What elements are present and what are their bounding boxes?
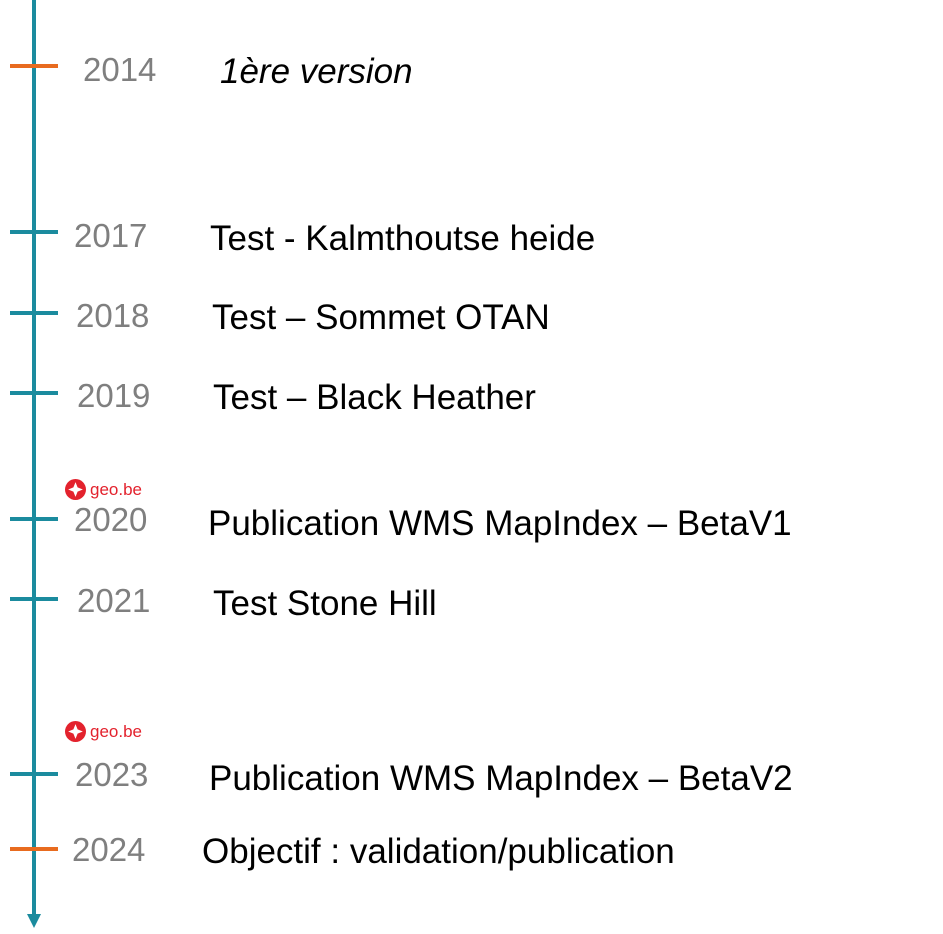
year-2018: 2018 xyxy=(76,297,150,334)
timeline-arrow-icon xyxy=(27,914,41,928)
timeline-tick-2014 xyxy=(10,64,58,68)
event-label-2024: Objectif : validation/publication xyxy=(202,832,675,871)
geo-be-logo: geo.be xyxy=(65,721,142,742)
year-2023: 2023 xyxy=(75,756,149,793)
timeline-tick-2018 xyxy=(10,311,58,315)
timeline-tick-2021 xyxy=(10,597,58,601)
geo-be-logo-text: geo.be xyxy=(90,480,142,499)
event-label-2020: Publication WMS MapIndex – BetaV1 xyxy=(208,504,792,543)
year-2017: 2017 xyxy=(74,217,148,254)
timeline-axis xyxy=(32,0,36,918)
event-label-2017: Test - Kalmthoutse heide xyxy=(210,219,596,258)
year-2024: 2024 xyxy=(72,831,146,868)
geo-be-logo-text: geo.be xyxy=(90,722,142,741)
event-label-2018: Test – Sommet OTAN xyxy=(212,298,550,337)
year-2020: 2020 xyxy=(74,501,148,538)
geo-be-logo: geo.be xyxy=(65,479,142,500)
timeline-tick-2024 xyxy=(10,847,58,851)
timeline-tick-2017 xyxy=(10,230,58,234)
year-2021: 2021 xyxy=(77,582,151,619)
event-label-2023: Publication WMS MapIndex – BetaV2 xyxy=(209,759,793,798)
year-2019: 2019 xyxy=(77,377,151,414)
geo-be-logo-icon xyxy=(65,721,86,742)
event-label-2014: 1ère version xyxy=(220,52,413,91)
geo-be-logo-icon xyxy=(65,479,86,500)
event-label-2019: Test – Black Heather xyxy=(213,378,536,417)
timeline-tick-2019 xyxy=(10,391,58,395)
year-2014: 2014 xyxy=(83,51,157,88)
event-label-2021: Test Stone Hill xyxy=(213,584,437,623)
timeline-tick-2023 xyxy=(10,772,58,776)
timeline-tick-2020 xyxy=(10,517,58,521)
